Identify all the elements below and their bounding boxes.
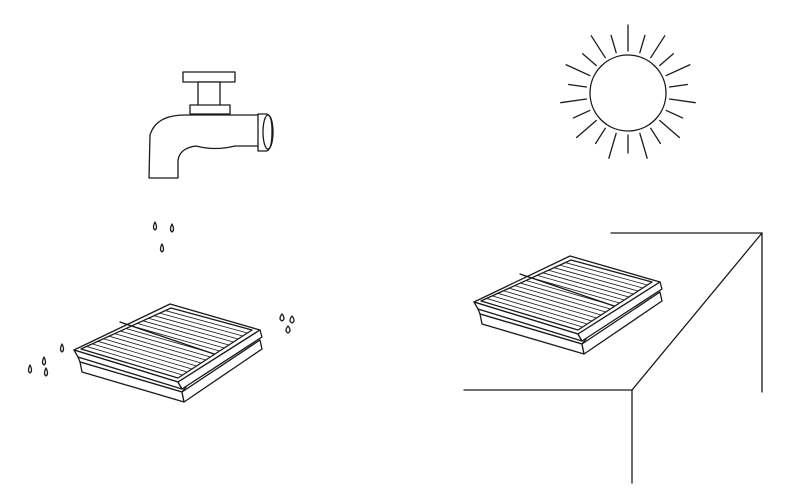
water-drop-icon (159, 243, 165, 253)
sun-ray (560, 98, 588, 104)
sun-ray (582, 53, 597, 67)
table-icon (463, 232, 763, 484)
sun-ray (572, 109, 591, 119)
sun-ray (608, 132, 617, 159)
sun-ray (567, 83, 588, 88)
water-drop-icon (59, 343, 65, 353)
sun-ray (575, 119, 597, 139)
sun-icon (560, 24, 696, 159)
sun-ray (594, 127, 606, 145)
sun-ray (659, 53, 674, 67)
sun-ray (610, 34, 617, 54)
sun-ray (639, 132, 648, 159)
water-drop-icon (152, 221, 158, 231)
water-tap-icon (148, 71, 274, 179)
water-drop-icon (169, 223, 175, 233)
water-drops-falling (152, 221, 175, 253)
water-drops-splash-left (27, 343, 65, 377)
sun-ray (659, 119, 681, 139)
sun-ray (668, 98, 696, 104)
air-filter-icon (473, 255, 663, 355)
water-drop-icon (289, 315, 295, 324)
sun-ray (665, 64, 691, 77)
sun-ray (590, 35, 606, 59)
sun-ray (650, 127, 662, 145)
sun-ray (650, 35, 666, 59)
water-drop-icon (43, 367, 49, 377)
sun-ray (668, 83, 689, 88)
water-drop-icon (41, 356, 47, 366)
water-drop-icon (27, 364, 33, 374)
sun-ray (639, 34, 646, 54)
water-drop-icon (279, 313, 285, 322)
water-drop-icon (285, 325, 291, 334)
sun-ray (565, 64, 591, 77)
air-filter-icon (73, 303, 263, 403)
sun-ray (665, 109, 684, 119)
water-drops-splash-right (279, 313, 295, 334)
